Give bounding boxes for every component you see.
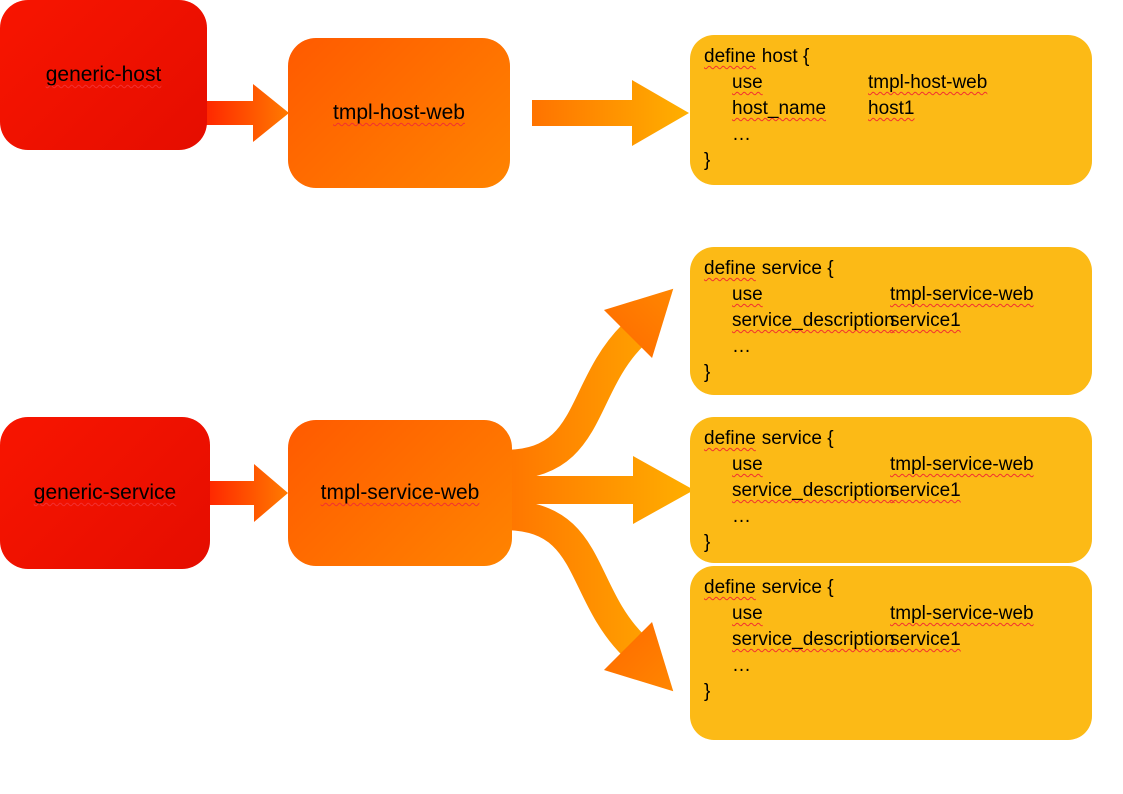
code-row-service-description: service_description service1 — [704, 627, 1078, 653]
code-row-use: use tmpl-host-web — [704, 70, 1078, 96]
fan-arrows-icon — [502, 288, 694, 692]
arrow-curve-down — [502, 500, 644, 656]
code-row-service-description: service_description service1 — [704, 478, 1078, 504]
arrow-right-icon — [532, 80, 689, 146]
code-key-use: use — [732, 284, 763, 305]
code-closing-brace: } — [704, 532, 711, 553]
code-value-use: tmpl-host-web — [868, 72, 988, 93]
code-key-host-name: host_name — [732, 98, 827, 119]
code-key-use: use — [732, 603, 763, 624]
tmpl-host-web-label: tmpl-host-web — [333, 101, 465, 124]
code-object-type: service { — [761, 258, 834, 279]
code-keyword: define — [704, 577, 756, 598]
code-key-service-description: service_description — [732, 310, 895, 331]
arrow-shape — [532, 80, 689, 146]
arrow-right-icon — [205, 84, 289, 142]
arrow-straight — [503, 456, 694, 524]
code-object-type: host { — [761, 46, 810, 67]
code-object-type: service { — [761, 577, 834, 598]
tmpl-host-web-node: tmpl-host-web — [288, 38, 510, 188]
code-keyword: define — [704, 46, 756, 67]
arrow-head-down — [603, 621, 674, 692]
arrow-curve-up — [502, 324, 644, 480]
generic-service-label: generic-service — [33, 481, 177, 504]
generic-host-label: generic-host — [45, 63, 162, 86]
code-key-service-description: service_description — [732, 629, 895, 650]
code-row-service-description: service_description service1 — [704, 308, 1078, 334]
code-value-use: tmpl-service-web — [890, 603, 1034, 624]
code-key-use: use — [732, 72, 763, 93]
arrow-shape — [205, 84, 289, 142]
arrow-shape — [208, 464, 288, 522]
code-value-service-description: service1 — [890, 310, 961, 331]
code-keyword: define — [704, 258, 756, 279]
code-ellipsis: … — [732, 506, 751, 527]
code-value-use: tmpl-service-web — [890, 284, 1034, 305]
code-value-use: tmpl-service-web — [890, 454, 1034, 475]
code-closing-brace: } — [704, 681, 711, 702]
tmpl-service-web-node: tmpl-service-web — [288, 420, 512, 566]
code-value-service-description: service1 — [890, 480, 961, 501]
code-value-host-name: host1 — [868, 98, 915, 119]
code-ellipsis: … — [732, 655, 751, 676]
code-key-use: use — [732, 454, 763, 475]
code-row-use: use tmpl-service-web — [704, 282, 1078, 308]
code-row-host-name: host_name host1 — [704, 96, 1078, 122]
arrow-head-up — [603, 288, 674, 359]
generic-host-node: generic-host — [0, 0, 207, 150]
code-row-use: use tmpl-service-web — [704, 452, 1078, 478]
code-ellipsis: … — [732, 124, 751, 145]
code-key-service-description: service_description — [732, 480, 895, 501]
code-closing-brace: } — [704, 150, 711, 171]
code-row-use: use tmpl-service-web — [704, 601, 1078, 627]
code-object-type: service { — [761, 428, 834, 449]
arrow-right-icon — [208, 464, 288, 522]
code-value-service-description: service1 — [890, 629, 961, 650]
generic-service-node: generic-service — [0, 417, 210, 569]
code-keyword: define — [704, 428, 756, 449]
tmpl-service-web-label: tmpl-service-web — [320, 481, 480, 504]
code-closing-brace: } — [704, 362, 711, 383]
code-ellipsis: … — [732, 336, 751, 357]
